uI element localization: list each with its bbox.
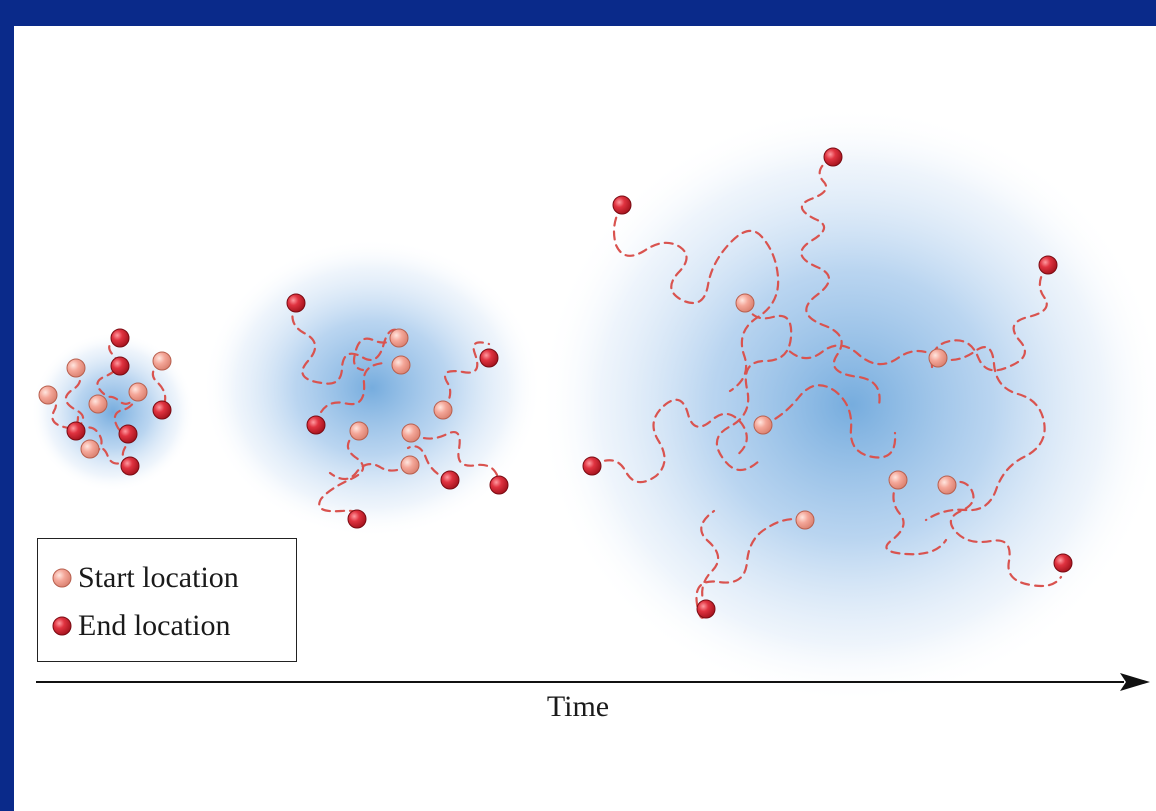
start-particle-icon (795, 510, 815, 530)
end-particle-icon (440, 470, 460, 490)
start-particle-icon (753, 415, 773, 435)
start-particle-icon (152, 351, 172, 371)
legend-box: Start location End location (37, 538, 297, 662)
start-particle-icon (80, 439, 100, 459)
end-particles (66, 147, 1073, 619)
start-particle-icon (391, 355, 411, 375)
end-particle-icon (306, 415, 326, 435)
diffusion-cloud-middle (202, 238, 542, 538)
end-particle-icon (52, 616, 72, 636)
arrowhead-icon (1120, 673, 1150, 691)
end-particle-icon (110, 356, 130, 376)
start-particle-icon (735, 293, 755, 313)
start-particle-icon (128, 382, 148, 402)
legend-item-end: End location (52, 609, 230, 643)
random-walk-paths (46, 155, 1063, 619)
end-particle-icon (479, 348, 499, 368)
start-particle-icon (928, 348, 948, 368)
end-particle-icon (152, 400, 172, 420)
start-particle-icon (937, 475, 957, 495)
time-axis-label: Time (546, 690, 610, 723)
start-particle-icon (38, 385, 58, 405)
start-particle-icon (88, 394, 108, 414)
legend-item-start: Start location (52, 561, 239, 595)
end-particle-icon (110, 328, 130, 348)
start-particle-icon (433, 400, 453, 420)
end-particle-icon (612, 195, 632, 215)
start-particle-icon (349, 421, 369, 441)
end-particle-icon (118, 424, 138, 444)
end-particle-icon (582, 456, 602, 476)
end-particle-icon (347, 509, 367, 529)
start-particle-icon (66, 358, 86, 378)
start-particle-icon (52, 568, 72, 588)
end-particle-icon (1038, 255, 1058, 275)
end-particle-icon (120, 456, 140, 476)
end-particle-icon (66, 421, 86, 441)
end-particle-icon (1053, 553, 1073, 573)
start-particle-icon (401, 423, 421, 443)
start-particle-icon (389, 328, 409, 348)
end-particle-icon (823, 147, 843, 167)
legend-label-start: Start location (78, 561, 239, 594)
start-particle-icon (400, 455, 420, 475)
end-particle-icon (286, 293, 306, 313)
start-particles (38, 293, 957, 530)
end-particle-icon (696, 599, 716, 619)
start-particle-icon (888, 470, 908, 490)
end-particle-icon (489, 475, 509, 495)
legend-label-end: End location (78, 609, 231, 642)
